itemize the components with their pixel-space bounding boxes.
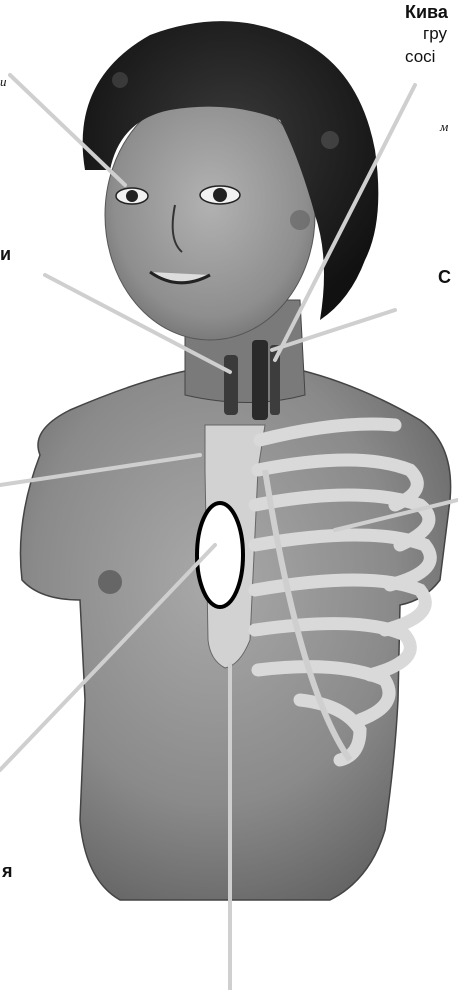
label-top-right-4: м bbox=[440, 120, 448, 133]
nipple bbox=[98, 570, 122, 594]
label-left-top-small: и bbox=[0, 75, 7, 88]
label-left-mid: и bbox=[0, 245, 11, 263]
label-top-right-3: сосі bbox=[405, 48, 435, 65]
label-bottom-left: я bbox=[2, 862, 13, 880]
neck-vessel bbox=[252, 340, 268, 420]
label-right-mid: С bbox=[438, 268, 451, 286]
label-top-right-2: гру bbox=[423, 25, 447, 42]
label-top-right-1: Кива bbox=[405, 3, 448, 21]
trachea bbox=[224, 355, 238, 415]
face bbox=[105, 90, 315, 340]
